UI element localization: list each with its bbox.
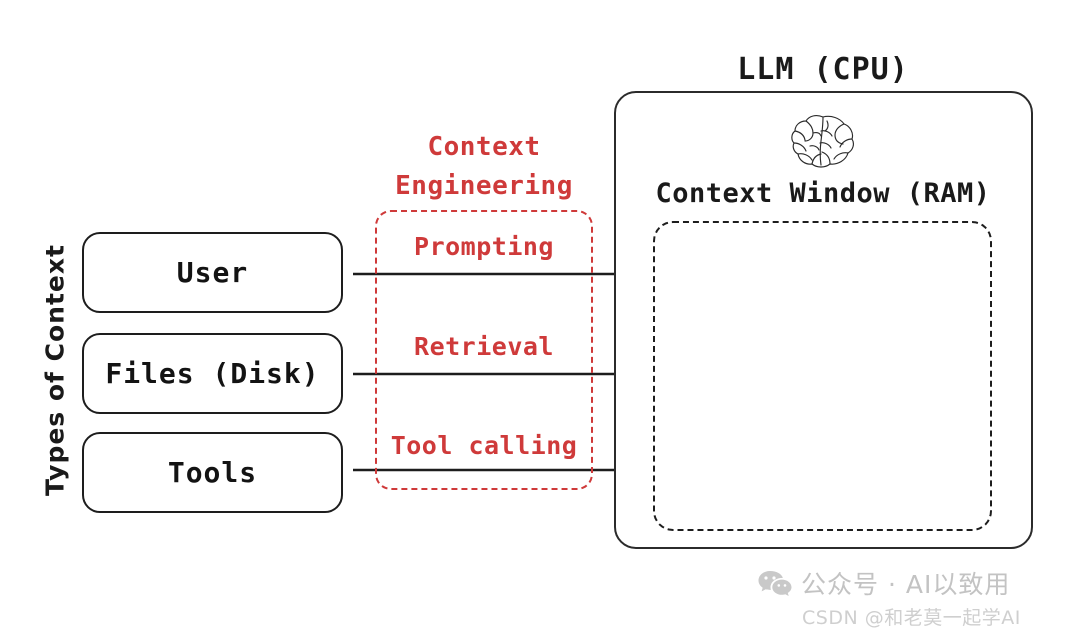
watermark: 公众号 · AI以致用 CSDN @和老莫一起学AI bbox=[758, 565, 1078, 629]
context-engineering-region bbox=[375, 210, 593, 490]
context-source-box-tools[interactable]: Tools bbox=[82, 432, 343, 513]
context-engineering-title-line2: Engineering bbox=[395, 171, 573, 201]
context-window-title: Context Window (RAM) bbox=[655, 178, 991, 209]
watermark-main-text: 公众号 · AI以致用 bbox=[801, 570, 1011, 599]
context-window-box bbox=[653, 221, 992, 531]
context-method-label-retrieval: Retrieval bbox=[414, 332, 554, 361]
context-engineering-title-line1: Context bbox=[427, 132, 541, 162]
types-of-context-label: Types of Context bbox=[40, 244, 70, 496]
context-source-box-user[interactable]: User bbox=[82, 232, 343, 313]
context-engineering-title: Context Engineering bbox=[395, 128, 573, 206]
brain-icon bbox=[790, 113, 856, 169]
wechat-icon bbox=[758, 570, 792, 596]
watermark-row: 公众号 · AI以致用 bbox=[758, 565, 1078, 601]
context-source-box-files[interactable]: Files (Disk) bbox=[82, 333, 343, 414]
llm-title: LLM (CPU) bbox=[737, 52, 909, 87]
context-method-label-tool-calling: Tool calling bbox=[390, 431, 578, 460]
context-method-label-prompting: Prompting bbox=[414, 232, 554, 261]
watermark-sub-text: CSDN @和老莫一起学AI bbox=[802, 607, 1021, 629]
